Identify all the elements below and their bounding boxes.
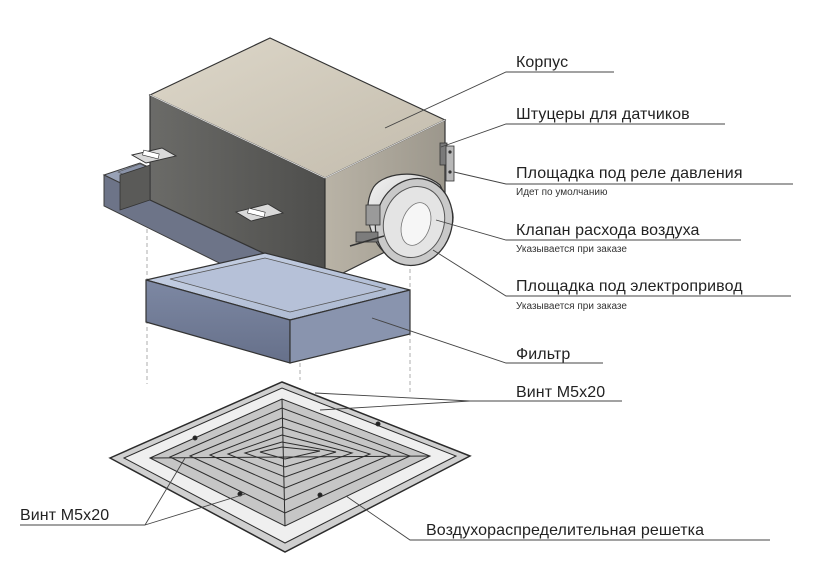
label-screw-left: Винт М5х20 [20, 507, 110, 524]
air-grille [108, 381, 472, 553]
label-actuator-pad: Площадка под электропривод [516, 278, 743, 295]
label-sensor-fittings: Штуцеры для датчиков [516, 106, 690, 123]
filter-block [145, 252, 411, 364]
label-air-valve: Клапан расхода воздуха [516, 222, 700, 239]
label-filter: Фильтр [516, 346, 571, 363]
sensor-fittings [439, 142, 455, 182]
label-housing: Корпус [516, 54, 569, 71]
mounting-brackets [119, 147, 285, 222]
label-pressure-relay-note: Идет по умолчанию [516, 187, 608, 198]
label-air-valve-note: Указывается при заказе [516, 244, 627, 255]
label-actuator-note: Указывается при заказе [516, 301, 627, 312]
leader-lines [20, 71, 793, 541]
outlet-pipe [349, 173, 454, 267]
label-grille: Воздухораспределительная решетка [426, 522, 705, 539]
label-screw-right: Винт М5х20 [516, 384, 606, 401]
label-pressure-relay-pad: Площадка под реле давления [516, 165, 743, 182]
